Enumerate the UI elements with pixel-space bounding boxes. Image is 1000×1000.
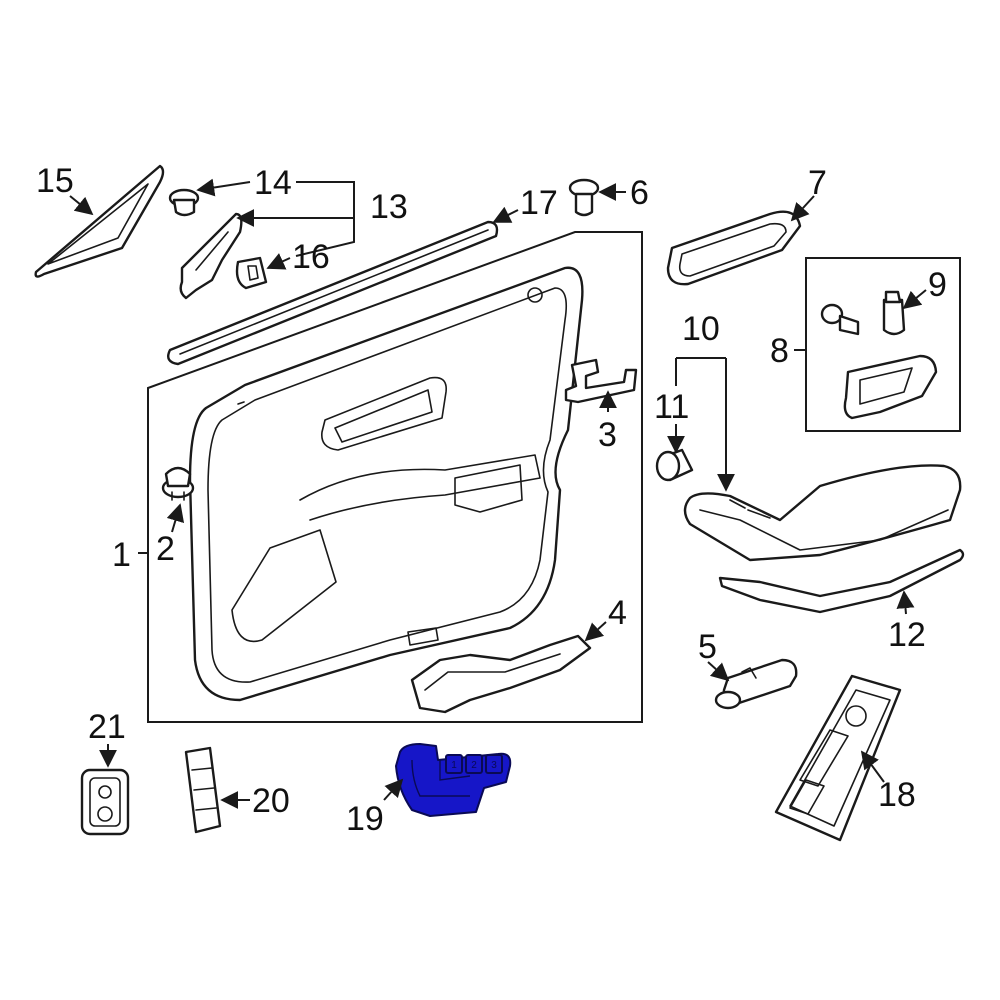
insulator-pad-4[interactable] <box>410 634 592 714</box>
bushing-9[interactable] <box>882 290 906 336</box>
leader-9 <box>902 289 927 310</box>
leader-7 <box>790 195 815 222</box>
plug-6[interactable] <box>568 178 600 217</box>
seat-button-1-label: 1 <box>451 760 457 771</box>
leader-15 <box>69 195 94 216</box>
callout-16: 16 <box>292 238 330 276</box>
clip-14[interactable] <box>168 188 200 217</box>
callout-15: 15 <box>36 162 74 200</box>
callout-13: 13 <box>370 188 408 226</box>
belt-molding-17[interactable] <box>167 220 499 366</box>
seat-button-3[interactable] <box>485 754 503 774</box>
leader-5 <box>707 661 730 682</box>
callout-18: 18 <box>878 776 916 814</box>
cover-16[interactable] <box>235 256 268 290</box>
callout-6: 6 <box>630 174 649 212</box>
leader-16 <box>266 253 291 270</box>
callout-19: 19 <box>346 800 384 838</box>
push-clip-2[interactable] <box>161 466 195 501</box>
triangle-trim-15[interactable] <box>34 164 165 278</box>
leader-18 <box>860 750 885 783</box>
seat-switch-19[interactable]: 1 2 3 <box>395 743 512 817</box>
callout-3: 3 <box>598 416 617 454</box>
callout-20: 20 <box>252 782 290 820</box>
bracket-3[interactable] <box>564 358 638 404</box>
screw-8[interactable] <box>820 303 860 336</box>
callout-4: 4 <box>608 594 627 632</box>
seat-button-2[interactable] <box>465 754 483 774</box>
seat-button-2-label: 2 <box>471 760 477 771</box>
leader-4 <box>584 621 607 642</box>
callout-11: 11 <box>654 388 689 426</box>
cap-11[interactable] <box>655 448 694 482</box>
callout-10: 10 <box>682 310 720 348</box>
seat-button-3-label: 3 <box>491 760 497 771</box>
bezel-7[interactable] <box>666 210 802 286</box>
callout-9: 9 <box>928 266 947 304</box>
armrest-10[interactable] <box>683 464 962 562</box>
leader-10 <box>675 357 726 490</box>
handle-assembly-frame <box>805 257 961 432</box>
window-switch-18[interactable] <box>774 674 902 842</box>
callout-2: 2 <box>156 530 175 568</box>
callout-21: 21 <box>88 708 126 746</box>
door-panel-frame <box>147 231 643 723</box>
callout-14: 14 <box>254 164 292 202</box>
callout-1: 1 <box>112 536 131 574</box>
handle-housing-8[interactable] <box>843 354 938 420</box>
callout-5: 5 <box>698 628 717 666</box>
switch-5[interactable] <box>714 658 798 710</box>
leader-2 <box>166 503 185 533</box>
leader-12 <box>896 590 915 615</box>
trim-strip-12[interactable] <box>718 548 965 614</box>
seat-button-1[interactable] <box>445 754 463 774</box>
leader-17 <box>492 206 519 223</box>
callout-7: 7 <box>808 164 827 202</box>
callout-12: 12 <box>888 616 926 654</box>
leader-13 <box>238 181 355 257</box>
switch-housing-20[interactable] <box>184 746 222 834</box>
callout-17: 17 <box>520 184 558 222</box>
callout-8: 8 <box>770 332 789 370</box>
switch-cover-21[interactable] <box>80 768 130 836</box>
bracket-13[interactable] <box>179 212 243 300</box>
door-trim-panel[interactable] <box>188 266 584 702</box>
leader-19 <box>383 778 404 801</box>
leader-14 <box>196 178 251 197</box>
